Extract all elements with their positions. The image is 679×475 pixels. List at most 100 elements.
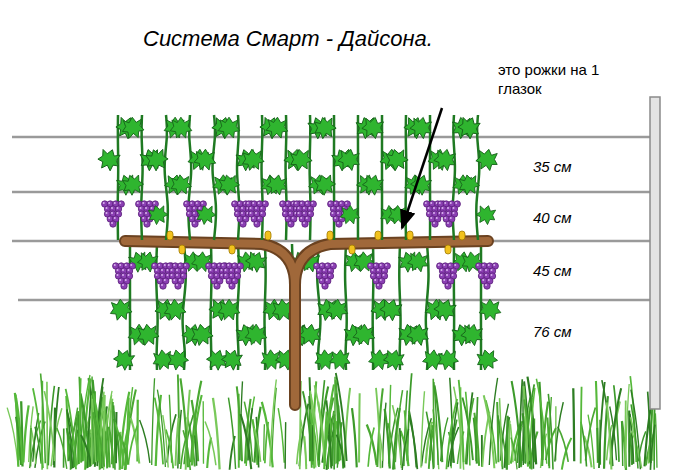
spur bbox=[179, 245, 185, 254]
shoot-stem bbox=[381, 115, 384, 240]
grass-blade bbox=[558, 427, 569, 462]
grass-blade bbox=[409, 411, 416, 468]
grass-blade bbox=[358, 393, 361, 462]
grass-blade bbox=[572, 388, 575, 461]
spurs bbox=[167, 231, 465, 254]
upward-shoots bbox=[96, 114, 500, 240]
grass-blade bbox=[66, 389, 76, 469]
grass-blade bbox=[94, 416, 105, 467]
spur bbox=[327, 231, 333, 240]
grass-blade bbox=[244, 402, 252, 462]
dimension-label: 45 см bbox=[533, 262, 572, 279]
grass-blade bbox=[435, 386, 443, 463]
trellis-post bbox=[650, 97, 660, 409]
grass-blade bbox=[254, 428, 260, 462]
spur bbox=[167, 231, 173, 240]
vine-leaf bbox=[479, 299, 501, 320]
vine-leaf bbox=[143, 146, 170, 173]
grass-blade bbox=[599, 382, 605, 468]
grass-blade bbox=[114, 411, 115, 469]
spur bbox=[407, 231, 413, 240]
grape-cluster bbox=[246, 201, 269, 227]
vine-leaf bbox=[456, 114, 483, 141]
grass-blade bbox=[207, 438, 211, 468]
vine-leaf bbox=[190, 323, 215, 347]
grass-blade bbox=[524, 386, 528, 462]
grass-blade bbox=[498, 419, 506, 467]
vine-leaf bbox=[136, 250, 160, 273]
grass-blade bbox=[79, 377, 81, 462]
vine-leaf bbox=[378, 297, 405, 323]
vine-leaf bbox=[218, 299, 240, 320]
grass-blade bbox=[314, 385, 325, 463]
vine-leaf bbox=[353, 324, 375, 345]
grass-blade bbox=[278, 408, 284, 463]
grass-blade bbox=[376, 388, 381, 468]
vine-leaf bbox=[170, 117, 192, 138]
spur bbox=[229, 245, 235, 254]
grass-blade bbox=[176, 418, 179, 466]
grass-blade bbox=[385, 409, 390, 469]
vine-leaf bbox=[266, 117, 288, 139]
vine-leaf bbox=[457, 173, 481, 196]
grass-blade bbox=[203, 401, 205, 464]
grass-blade bbox=[607, 402, 612, 469]
vine-trunk bbox=[125, 241, 488, 405]
dimension-label: 35 см bbox=[533, 158, 572, 175]
spur bbox=[349, 245, 355, 254]
vine-leaf bbox=[475, 148, 500, 172]
grass-blade bbox=[324, 384, 334, 469]
vine-leaf bbox=[312, 172, 338, 197]
vine-leaf bbox=[384, 147, 410, 172]
grass-blade bbox=[155, 398, 163, 465]
grass-blade bbox=[109, 427, 114, 468]
vine-leaf bbox=[474, 203, 497, 226]
vine-leaf bbox=[217, 173, 242, 197]
grass-blade bbox=[580, 387, 583, 464]
vine-leaf bbox=[194, 149, 216, 171]
spur bbox=[375, 231, 381, 240]
vine-leaf bbox=[109, 298, 132, 320]
vine-leaf bbox=[194, 203, 217, 225]
vine-leaf bbox=[361, 172, 386, 196]
grass-blade bbox=[548, 394, 553, 470]
vine-leaf bbox=[243, 249, 269, 274]
grass bbox=[7, 373, 657, 470]
grass-blade bbox=[506, 416, 509, 470]
grass-blade bbox=[248, 408, 252, 460]
grass-blade bbox=[237, 386, 242, 461]
vine-leaf bbox=[146, 203, 169, 226]
grass-blade bbox=[446, 399, 457, 469]
vine-leaf bbox=[265, 173, 288, 196]
grass-blade bbox=[586, 408, 596, 461]
grass-blade bbox=[352, 408, 357, 467]
grass-blade bbox=[459, 380, 464, 462]
grass-blade bbox=[205, 421, 216, 465]
grass-blade bbox=[103, 391, 113, 468]
grape-cluster bbox=[437, 263, 460, 289]
grass-blade bbox=[451, 402, 458, 466]
spur bbox=[459, 231, 465, 240]
grass-blade bbox=[474, 413, 479, 466]
grass-blade bbox=[596, 381, 598, 463]
grass-blade bbox=[512, 381, 522, 467]
grape-cluster bbox=[476, 263, 499, 289]
grass-blade bbox=[140, 420, 150, 463]
grass-blade bbox=[44, 391, 54, 461]
grass-blade bbox=[532, 418, 533, 469]
vine-leaf bbox=[164, 299, 187, 321]
vine-leaf bbox=[337, 148, 362, 172]
grass-blade bbox=[228, 398, 235, 469]
dimension-label: 40 см bbox=[533, 209, 572, 226]
vine-leaf bbox=[407, 251, 430, 273]
grape-cluster bbox=[102, 201, 125, 227]
grass-blade bbox=[41, 373, 46, 463]
shoot-stem bbox=[165, 115, 168, 240]
vine-leaf bbox=[475, 348, 499, 371]
grape-cluster bbox=[368, 263, 391, 289]
grass-blade bbox=[546, 428, 556, 460]
vine-leaf bbox=[382, 348, 407, 372]
vine-leaf bbox=[408, 172, 434, 197]
grass-blade bbox=[93, 393, 101, 468]
